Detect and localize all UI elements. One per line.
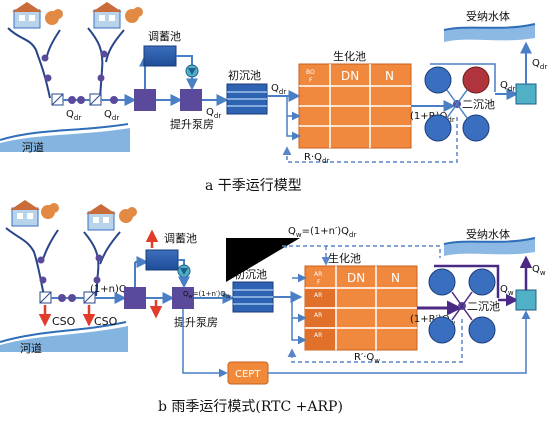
cept-label: CEPT <box>235 369 261 380</box>
receiving-water-label: 受纳水体 <box>466 9 510 23</box>
flow-qw-label: Qw <box>532 264 546 277</box>
house-icon <box>92 2 122 29</box>
junction-box <box>134 89 156 111</box>
bio-tank-label: 生化池 <box>328 251 361 265</box>
flow-qw-pump-label: Qw=(1+n′)Qdr <box>183 290 232 300</box>
receiving-water-label: 受纳水体 <box>466 227 510 241</box>
flow-q-label: Qdr <box>206 107 221 120</box>
regulating-tank-label: 调蓄池 <box>164 232 197 245</box>
regulating-tank <box>143 45 177 67</box>
pump-station-box <box>172 287 194 309</box>
flow-q-label: Qdr <box>104 109 119 122</box>
svg-text:F: F <box>317 279 321 286</box>
river-label: 河道 <box>22 140 44 154</box>
water-wave-icon <box>0 326 128 352</box>
svg-text:AR: AR <box>314 312 322 319</box>
wet-season-panel: CSO CSO (1+n)Q 提升泵房 调蓄池 Qw=(1+n′)Qdr 初沉池 <box>0 200 546 415</box>
pump-station-label: 提升泵房 <box>174 316 218 329</box>
pump-icon <box>177 264 191 278</box>
primary-tank-label: 初沉池 <box>228 68 261 82</box>
bio-cell-dn: DN <box>347 271 365 285</box>
flow-q-label: Qdr <box>532 58 547 71</box>
secondary-tank-label: 二沉池 <box>467 300 500 313</box>
primary-settling-tank <box>226 83 268 115</box>
svg-text:AR: AR <box>314 332 322 339</box>
caption-a: a 干季运行模型 <box>205 178 302 194</box>
cso-label: CSO <box>94 315 118 328</box>
water-wave-icon <box>0 123 129 141</box>
flow-1n-label: (1+n)Q <box>90 284 127 295</box>
bio-cell-n: N <box>391 271 400 285</box>
flow-qw-label: Qw <box>500 284 514 297</box>
tree-icon <box>45 9 63 25</box>
tree-icon <box>41 203 59 219</box>
valve-icon <box>51 93 64 106</box>
clarifier-icon <box>428 268 496 344</box>
sewer-network <box>7 27 125 99</box>
bio-cell-bof: BO <box>306 69 315 76</box>
regulating-tank-label: 调蓄池 <box>148 30 181 43</box>
junction-box <box>124 287 146 309</box>
flow-q-label: Qdr <box>271 83 286 96</box>
bio-tank <box>298 63 412 149</box>
clarifier-icon <box>424 66 490 142</box>
pump-station-box <box>180 89 202 111</box>
flow-q-label: Qdr <box>500 80 515 93</box>
effluent-box <box>515 83 537 105</box>
valve-icon <box>39 291 52 304</box>
flow-qw-top-label: Qw=(1+n′)Qdr <box>288 226 356 239</box>
valve-icon <box>89 93 102 106</box>
house-icon <box>86 204 116 231</box>
river-label: 河道 <box>20 341 42 355</box>
dry-season-panel: Qdr Qdr 提升泵房 调蓄池 Qdr 初沉池 Qdr <box>0 2 547 194</box>
bio-cell-n: N <box>385 69 394 83</box>
effluent-box <box>515 289 537 311</box>
water-wave-icon <box>0 128 130 152</box>
flow-q-label: Qdr <box>66 109 81 122</box>
return-flow-label: R′·Qw <box>354 352 380 365</box>
pump-station-label: 提升泵房 <box>170 118 214 131</box>
primary-settling-tank <box>232 281 274 313</box>
caption-b: b 雨季运行模式(RTC +ARP) <box>158 399 343 415</box>
bio-cell-arf: AR <box>314 271 322 278</box>
house-icon <box>10 200 40 227</box>
tree-icon <box>119 207 137 223</box>
recycle-label: (1+R)Qdr <box>410 111 455 124</box>
tree-icon <box>125 7 143 23</box>
secondary-tank-label: 二沉池 <box>462 98 495 111</box>
svg-text:AR: AR <box>314 292 322 299</box>
svg-text:F: F <box>309 77 313 84</box>
pump-icon <box>185 64 199 78</box>
house-icon <box>12 2 42 29</box>
bio-tank-label: 生化池 <box>333 49 366 63</box>
regulating-tank <box>145 249 179 271</box>
cso-label: CSO <box>52 315 76 328</box>
return-flow-label: R·Qdr <box>304 152 329 165</box>
bio-cell-dn: DN <box>341 69 359 83</box>
